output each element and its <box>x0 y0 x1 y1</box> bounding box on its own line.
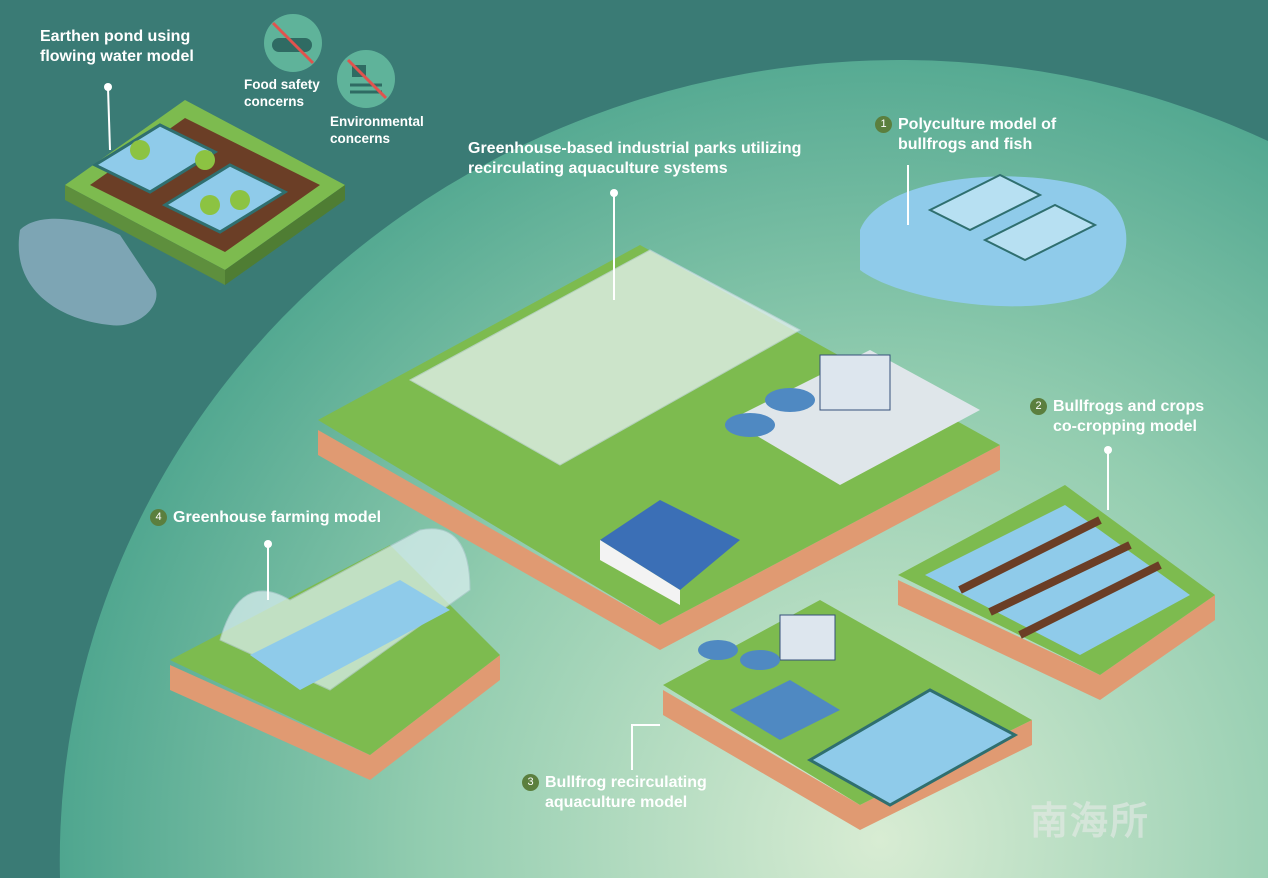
label-line: Bullfrogs and crops <box>1053 398 1205 415</box>
label-line: Bullfrog recirculating <box>545 774 707 791</box>
recirculating-label: 3 Bullfrog recirculating aquaculture mode… <box>522 773 707 813</box>
label-line: bullfrogs and fish <box>898 136 1033 153</box>
recirculating-island <box>663 600 1032 830</box>
number-badge: 2 <box>1030 398 1047 415</box>
label-line: Greenhouse-based industrial parks utiliz… <box>468 140 802 157</box>
greenhouse-farming-label: 4 Greenhouse farming model <box>150 508 381 528</box>
label-line: Environmental <box>330 114 424 129</box>
label-line: flowing water model <box>40 48 194 65</box>
number-badge: 1 <box>875 116 892 133</box>
earthen-pond-island <box>18 100 345 326</box>
label-line: concerns <box>244 94 305 109</box>
crops-island <box>898 485 1215 700</box>
label-line: Polyculture model of <box>898 116 1057 133</box>
polyculture-pond <box>860 173 1127 307</box>
number-badge: 4 <box>150 509 167 526</box>
greenhouse-island <box>170 528 500 780</box>
label-line: recirculating aquaculture systems <box>468 160 728 177</box>
environmental-icon <box>337 50 395 108</box>
label-line: aquaculture model <box>545 794 688 811</box>
crops-label: 2 Bullfrogs and crops co-cropping model <box>1030 397 1204 437</box>
label-line: co-cropping model <box>1053 418 1197 435</box>
number-badge: 3 <box>522 774 539 791</box>
watermark-logo: 南海所 <box>1030 801 1151 843</box>
earthen-pond-label: Earthen pond using flowing water model <box>40 27 194 67</box>
greenhouse-parks-label: Greenhouse-based industrial parks utiliz… <box>468 139 801 179</box>
label-line: Greenhouse farming model <box>173 509 382 526</box>
label-line: concerns <box>330 131 391 146</box>
food-safety-label: Food safety concerns <box>244 76 320 110</box>
food-safety-icon <box>264 14 322 72</box>
label-line: Earthen pond using <box>40 28 191 45</box>
industrial-park-island <box>318 245 1000 650</box>
environmental-label: Environmental concerns <box>330 113 424 147</box>
label-line: Food safety <box>244 77 320 92</box>
polyculture-label: 1 Polyculture model of bullfrogs and fish <box>875 115 1056 155</box>
